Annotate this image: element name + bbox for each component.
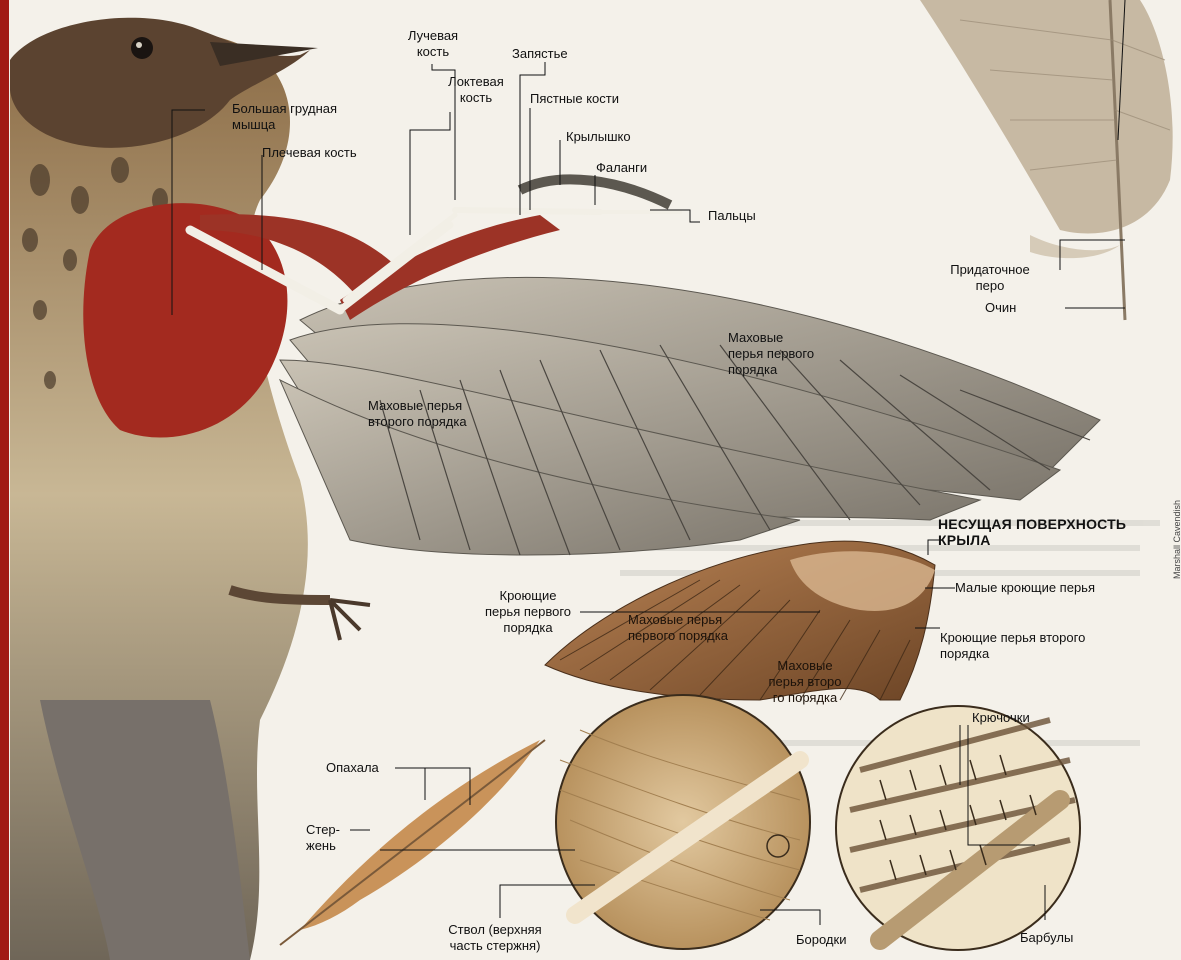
- label-rachis: Ствол (верхняя часть стержня): [420, 922, 570, 954]
- label-surface-title: НЕСУЩАЯ ПОВЕРХНОСТЬ КРЫЛА: [938, 516, 1126, 548]
- label-secondary-coverts: Кроющие перья второго порядка: [940, 630, 1085, 662]
- label-alula: Крылышко: [566, 129, 631, 145]
- magnified-barbs: [556, 695, 810, 949]
- label-lesser-coverts: Малые кроющие перья: [955, 580, 1095, 596]
- label-radius: Лучевая кость: [398, 28, 468, 60]
- label-ulna: Локтевая кость: [432, 74, 520, 106]
- label-digits: Пальцы: [708, 208, 756, 224]
- label-primary-coverts: Кроющие перья первого порядка: [478, 588, 578, 636]
- label-secondaries: Маховые перья второго порядка: [368, 398, 467, 430]
- label-pectoral: Большая грудная мышца: [232, 101, 337, 133]
- label-primaries-small: Маховые перья первого порядка: [628, 612, 728, 644]
- magnified-barbules: [836, 706, 1080, 950]
- lift-surface-wing: [545, 541, 935, 700]
- label-afterfeather: Придаточное перо: [930, 262, 1050, 294]
- label-secondaries-small: Маховые перья второ го порядка: [755, 658, 855, 706]
- label-phalanges: Фаланги: [596, 160, 647, 176]
- label-barbules: Барбулы: [1020, 930, 1073, 946]
- label-humerus: Плечевая кость: [262, 145, 357, 161]
- label-calamus: Очин: [985, 300, 1016, 316]
- label-shaft: Стер- жень: [306, 822, 340, 854]
- label-vanes: Опахала: [326, 760, 379, 776]
- label-wrist: Запястье: [512, 46, 568, 62]
- image-credit: Marshall Cavendish: [1172, 500, 1181, 579]
- label-hooklets: Крючочки: [972, 710, 1030, 726]
- label-primaries: Маховые перья первого порядка: [728, 330, 814, 378]
- label-barbs: Бородки: [796, 932, 846, 948]
- label-metacarpals: Пястные кости: [530, 91, 619, 107]
